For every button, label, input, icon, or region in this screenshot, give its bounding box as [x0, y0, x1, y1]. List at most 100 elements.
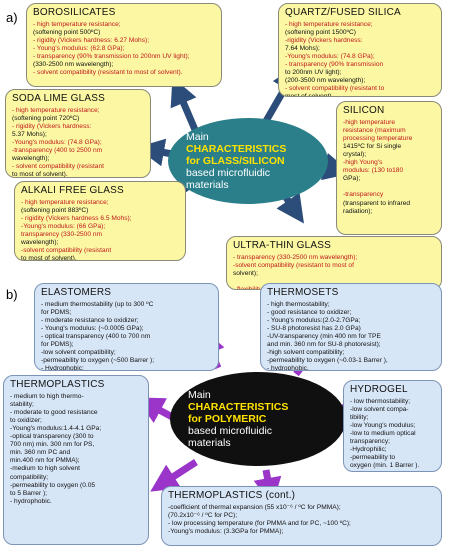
text-line: solvent); [233, 270, 258, 278]
text-line: GPa); [343, 175, 361, 183]
text-line: - Young's modulus: (62.8 GPa); [33, 45, 125, 53]
text-line: - medium thermostability (up to 300 ºC [41, 301, 154, 309]
text-line: crystal); [343, 151, 367, 159]
text-line: -permeability to oxygen (0.05 [10, 481, 96, 489]
text-line: wavelength); [21, 239, 59, 247]
text-line: -medium to high solvent [10, 465, 81, 473]
text-line: - good resistance to oxidizer; [267, 309, 352, 317]
text-line: to 5 Barrer ); [10, 489, 48, 497]
text-line: -high solvent compatibility; [267, 349, 345, 357]
text-line: - Young's modulus:(2.0-2.7GPa; [267, 317, 361, 325]
text-line: - rigidity (Vickers hardness 6.5 Mohs); [21, 215, 132, 223]
text-line: tibility; [350, 414, 369, 422]
quartz-lines: - high temperature resistance;(softening… [285, 21, 435, 96]
text-line: -Young's modulus: (74.8 GPa); [285, 53, 375, 61]
elastomers-title: ELASTOMERS [41, 287, 112, 298]
text-line: - high temperature resistance; [21, 199, 109, 207]
quartz-box: QUARTZ/FUSED SILICA - high temperature r… [278, 3, 442, 97]
text-line: min.400 nm for PMMA); [10, 457, 80, 465]
text-line: radiation); [343, 207, 373, 215]
text-line: - rigidity (Vickers hardness: [12, 123, 92, 131]
glass-center-line5: materials [186, 179, 229, 192]
text-line: -optical transparency (300 to [10, 433, 94, 441]
text-line: (softening point 500ºC) [33, 29, 101, 37]
arrow-to-borosilicates [170, 77, 200, 134]
text-line: stability; [10, 401, 34, 409]
thermosets-lines: - high thermostability;- good resistance… [267, 301, 435, 370]
text-line: -high temperature [343, 119, 396, 127]
text-line: (330-2500 nm wavelength); [33, 61, 114, 69]
text-line: processing temperature [343, 135, 413, 143]
panel-label-b: b) [6, 287, 18, 302]
text-line: -Young's modulus: (66 GPa); [21, 223, 106, 231]
text-line: to 200nm UV light); [285, 69, 342, 77]
text-line: - hydrophobic. [10, 497, 52, 505]
text-line: - Hydrophobic; [41, 365, 84, 371]
text-line: compatibility; [10, 473, 49, 481]
glass-center-line1: Main [186, 130, 209, 143]
text-line: oxygen (min. 1 Barrer ). [350, 462, 420, 470]
text-line: to oxidizer; [10, 417, 42, 425]
glass-center-line3: for GLASS/SILICON [186, 154, 285, 167]
glass-center-ellipse: Main CHARACTERISTICS for GLASS/SILICON b… [168, 118, 328, 204]
glass-center-line4: based microfluidic [186, 167, 271, 180]
text-line: - solvent compatibility (resistant to [285, 85, 385, 93]
arrow-to-thermoplastics-left [150, 459, 198, 492]
text-line: - transparency (90% transmission to 200n… [33, 53, 190, 61]
text-line: - optical transparency (400 to 700 nm [41, 333, 151, 341]
text-line: -low to medium optical [350, 430, 416, 438]
text-line: - transparency (330-2500 nm wavelength); [233, 254, 358, 262]
polymer-center-line5: materials [188, 437, 231, 450]
text-line: -permeability to [350, 454, 396, 462]
polymer-center-line1: Main [188, 388, 211, 401]
borosilicates-lines: - high temperature resistance;(softening… [33, 21, 215, 77]
text-line: (softening point 1500ºC) [285, 29, 356, 37]
text-line: - SU-8 photoresist has 2.0 GPa) [267, 325, 361, 333]
alkali-box: ALKALI FREE GLASS - high temperature res… [14, 181, 186, 261]
sodalime-lines: - high temperature resistance;(softening… [12, 107, 144, 177]
text-line: -Young's modulus: (74.8 GPa); [12, 139, 102, 147]
text-line: 700 nm) min. 300 nm for PS, [10, 441, 95, 449]
quartz-title: QUARTZ/FUSED SILICA [285, 7, 401, 18]
panel-label-a: a) [6, 10, 18, 25]
polymer-center-line2: CHARACTERISTICS [188, 400, 289, 413]
text-line: - low thermostability; [350, 398, 411, 406]
elastomers-box: ELASTOMERS - medium thermostability (up … [34, 283, 219, 371]
alkali-title: ALKALI FREE GLASS [21, 185, 124, 196]
polymer-center-line4: based microfluidic [188, 425, 273, 438]
text-line: (200-3500 nm wavelength); [285, 77, 366, 85]
hydrogel-lines: - low thermostability;-low solvent compa… [350, 398, 435, 470]
text-line: - high thermostability; [267, 301, 330, 309]
polymer-center-ellipse: Main CHARACTERISTICS for POLYMERIC based… [170, 372, 346, 466]
text-line: (transparent to infrared [343, 199, 411, 207]
text-line: (softening point 720ºC) [12, 115, 80, 123]
text-line: min. 360 nm PC and [10, 449, 71, 457]
elastomers-lines: - medium thermostability (up to 300 ºC fo… [41, 301, 212, 371]
text-line: -transparency [343, 191, 384, 199]
text-line: 7.64 Mohs); [285, 45, 320, 53]
sodalime-title: SODA LIME GLASS [12, 93, 106, 104]
thermoplastics-title: THERMOPLASTICS [10, 379, 105, 390]
text-line: -high Young's [343, 159, 383, 167]
text-line: - Young's modulus: (~0.0005 GPa); [41, 325, 144, 333]
text-line: - low processing temperature (for PMMA a… [168, 520, 351, 528]
text-line: wavelength); [12, 155, 50, 163]
text-line: - solvent compatibility (resistant to mo… [33, 69, 183, 77]
text-line: modulus: (130 to180 [343, 167, 404, 175]
borosilicates-box: BOROSILICATES - high temperature resista… [26, 3, 222, 87]
text-line: (70.2x10⁻⁶ / ºC for PC); [168, 512, 238, 520]
text-line: for PDMS); [41, 341, 74, 349]
text-line: - moderate to good resistance [10, 409, 98, 417]
sodalime-box: SODA LIME GLASS - high temperature resis… [5, 89, 151, 178]
text-line: - high temperature resistance; [33, 21, 121, 29]
text-line: transparency; [350, 438, 390, 446]
thermoplastics-cont-title: THERMOPLASTICS (cont.) [168, 490, 296, 501]
text-line: and min. 360 nm for SU-8 photoresist); [267, 341, 381, 349]
text-line: - medium to high thermo- [10, 393, 84, 401]
thermoplastics-cont-lines: -coefficient of thermal expansion (55 x1… [168, 504, 435, 536]
thermoplastics-cont-box: THERMOPLASTICS (cont.) -coefficient of t… [161, 486, 442, 546]
thermosets-title: THERMOSETS [267, 287, 339, 298]
text-line: -solvent compatibility (resistant to mos… [233, 262, 354, 270]
